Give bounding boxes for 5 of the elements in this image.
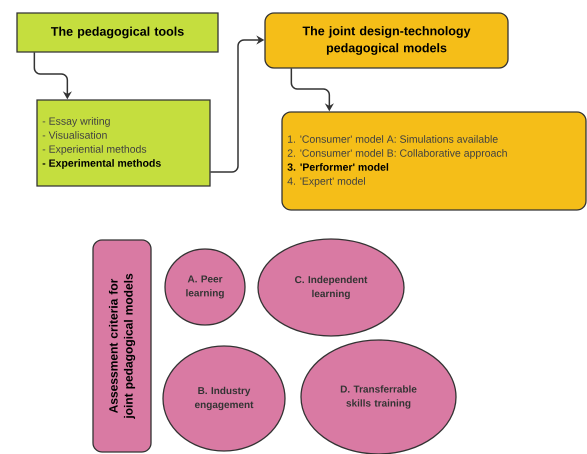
list-box: 1. 'Consumer' model A: Simulations available 2. 'Consumer' model B: Collaborative approach 3. 'Performer' model 4. 'Expert' model	[281, 111, 587, 211]
title-box: The pedagogical tools	[16, 12, 219, 53]
title-box: The joint design-technology pedagogical models	[264, 12, 509, 69]
vertical-label-box: Assessment criteria for joint pedagogical models	[92, 239, 152, 453]
list-box: - Essay writing - Visualisation - Experiential methods - Experimental methods	[36, 99, 211, 187]
